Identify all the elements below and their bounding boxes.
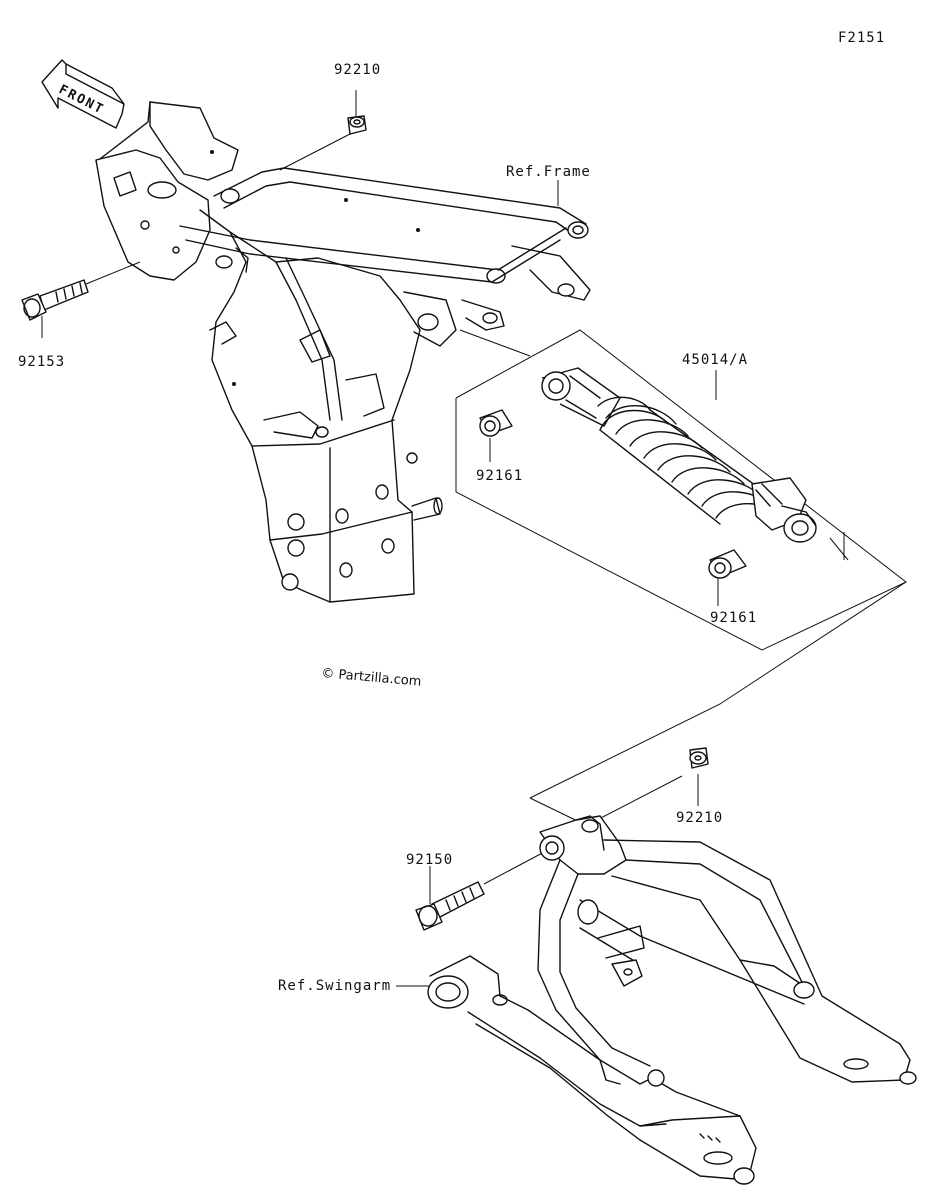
callout-collar-upper[interactable]: 92161 <box>476 468 524 484</box>
callout-frame-ref[interactable]: Ref.Frame <box>506 164 591 180</box>
bolt-bottom-icon <box>415 881 485 931</box>
callout-collar-lower[interactable]: 92161 <box>710 610 758 626</box>
callout-swingarm-ref[interactable]: Ref.Swingarm <box>278 978 392 994</box>
callout-bolt-left[interactable]: 92153 <box>18 354 66 370</box>
callout-bolt-bottom[interactable]: 92150 <box>406 852 454 868</box>
callout-shock[interactable]: 45014/A <box>682 352 749 368</box>
collar-upper-icon <box>479 409 513 437</box>
swingarm-icon <box>427 815 917 1185</box>
callout-nut-bottom[interactable]: 92210 <box>676 810 724 826</box>
collar-lower-icon <box>708 549 747 579</box>
nut-bottom-icon <box>689 747 709 769</box>
assembly-outlines <box>455 329 907 833</box>
frame-icon <box>95 101 591 603</box>
nut-top-icon <box>347 115 367 135</box>
front-arrow-icon: FRONT <box>41 59 125 129</box>
bolt-left-icon <box>21 279 89 321</box>
shock-absorber-icon <box>541 367 817 543</box>
callout-nut-top[interactable]: 92210 <box>334 62 382 78</box>
diagram-code: F2151 <box>838 30 886 46</box>
